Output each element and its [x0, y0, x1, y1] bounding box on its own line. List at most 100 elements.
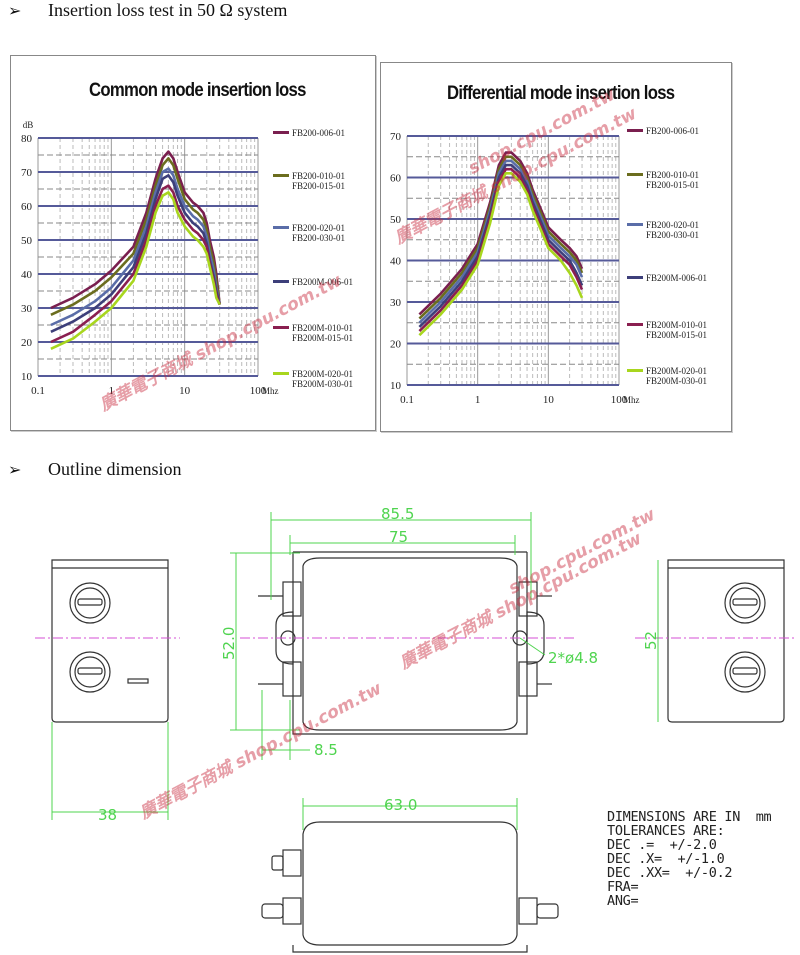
faston-tab: [271, 855, 284, 871]
legend-label: FB200M-010-01: [646, 320, 707, 330]
insertion-heading-text: Insertion loss test in 50 Ω system: [48, 0, 288, 20]
faston-tab: [261, 903, 284, 919]
tolerance-notes: DIMENSIONS ARE IN mm TOLERANCES ARE: DEC…: [607, 809, 772, 909]
side-view-left-body: [51, 559, 169, 723]
legend-label: FB200M-030-01: [292, 379, 353, 389]
legend-label: FB200-015-01: [292, 181, 345, 191]
screw-slot: [77, 667, 103, 675]
dim-label-hole: 2*ø4.8: [548, 649, 598, 667]
terminal-block: [282, 581, 302, 617]
series-line: [418, 167, 584, 333]
section-heading-insertion: ➢ Insertion loss test in 50 Ω system: [8, 0, 287, 21]
dim-label-bottom: 63.0: [384, 796, 417, 814]
y-tick-label: 30: [21, 303, 33, 315]
terminal-screw-inner: [729, 656, 761, 688]
legend-label: FB200-010-01: [292, 171, 345, 181]
dim-label-overall: 85.5: [381, 505, 414, 523]
legend-swatch: [273, 280, 289, 283]
legend-label: FB200-030-01: [646, 230, 699, 240]
y-tick-label: 60: [21, 201, 33, 213]
bottom-view-flange: [292, 945, 528, 953]
ground-tab: [127, 678, 149, 684]
chart-title: Differential mode insertion loss: [447, 83, 675, 104]
bullet-arrow-icon: ➢: [8, 2, 22, 20]
y-tick-label: 20: [21, 337, 33, 349]
terminal-screw-inner: [729, 587, 761, 619]
dim-label-height: 52.0: [220, 627, 238, 660]
legend-label: FB200-020-01: [646, 220, 699, 230]
screw-slot: [77, 598, 103, 606]
mounting-ear: [275, 611, 294, 665]
dim-label-terminal: 8.5: [314, 741, 338, 759]
dim-label-side-height: 52: [642, 631, 660, 650]
front-view-flange: [292, 551, 528, 735]
legend-swatch: [627, 223, 643, 226]
legend-label: FB200M-020-01: [292, 369, 353, 379]
y-tick-label: 40: [21, 269, 33, 281]
terminal-screw: [69, 651, 111, 693]
legend-label: FB200-006-01: [646, 126, 699, 136]
chart-title: Common mode insertion loss: [89, 80, 306, 101]
legend-label: FB200M-015-01: [646, 330, 707, 340]
legend-label: FB200M-010-01: [292, 323, 353, 333]
y-tick-label: 60: [390, 173, 402, 185]
side-view-right-body: [667, 559, 785, 723]
legend-label: FB200M-006-01: [292, 277, 353, 287]
terminal-block: [282, 661, 302, 697]
series-line: [418, 159, 584, 324]
dim-label-depth: 38: [98, 806, 117, 824]
legend-label: FB200M-020-01: [646, 366, 707, 376]
y-tick-label: 70: [21, 167, 33, 179]
legend-swatch: [273, 226, 289, 229]
terminal-screw-inner: [74, 656, 106, 688]
y-tick-label: 50: [21, 235, 33, 247]
series-line: [418, 163, 584, 328]
legend-label: FB200-030-01: [292, 233, 345, 243]
x-tick-label: 0.1: [31, 385, 45, 397]
legend-label: FB200-015-01: [646, 180, 699, 190]
legend-label: FB200M-030-01: [646, 376, 707, 386]
terminal-screw-inner: [74, 587, 106, 619]
legend-swatch: [627, 173, 643, 176]
x-tick-label: 1: [475, 394, 481, 406]
dim-label-body: 75: [389, 528, 408, 546]
series-line: [418, 155, 584, 320]
legend-swatch: [273, 131, 289, 134]
terminal-block: [518, 661, 538, 697]
legend-swatch: [273, 326, 289, 329]
y-tick-label: 10: [21, 371, 33, 383]
y-tick-label: 80: [21, 133, 33, 145]
x-tick-label: 0.1: [400, 394, 414, 406]
legend-swatch: [627, 323, 643, 326]
x-tick-label: 1: [109, 385, 115, 397]
legend-swatch: [627, 369, 643, 372]
y-tick-label: 20: [390, 339, 402, 351]
leader-line: [519, 637, 546, 656]
legend-swatch: [627, 129, 643, 132]
series-line: [418, 151, 584, 316]
front-view-body: [302, 557, 518, 731]
y-tick-label: 50: [390, 214, 402, 226]
section-heading-outline: ➢ Outline dimension: [8, 459, 182, 480]
y-tick-label: 40: [390, 256, 402, 268]
series-line: [50, 191, 221, 350]
legend-swatch: [273, 372, 289, 375]
terminal-screw: [724, 582, 766, 624]
x-tick-label: 100: [611, 394, 628, 406]
common-mode-chart-panel: Common mode insertion loss 10 20 30 40 50 60 7…: [10, 55, 376, 431]
legend-label: FB200M-006-01: [646, 273, 707, 283]
terminal-block: [518, 897, 538, 925]
x-tick-label: 10: [543, 394, 555, 406]
x-axis-label: Mhz: [623, 395, 640, 405]
x-tick-label: 100: [250, 385, 267, 397]
screw-slot: [732, 598, 758, 606]
x-axis-label: Mhz: [262, 386, 279, 396]
terminal-block: [518, 581, 538, 617]
series-line: [418, 172, 584, 337]
legend-label: FB200-006-01: [292, 128, 345, 138]
legend-label: FB200M-015-01: [292, 333, 353, 343]
